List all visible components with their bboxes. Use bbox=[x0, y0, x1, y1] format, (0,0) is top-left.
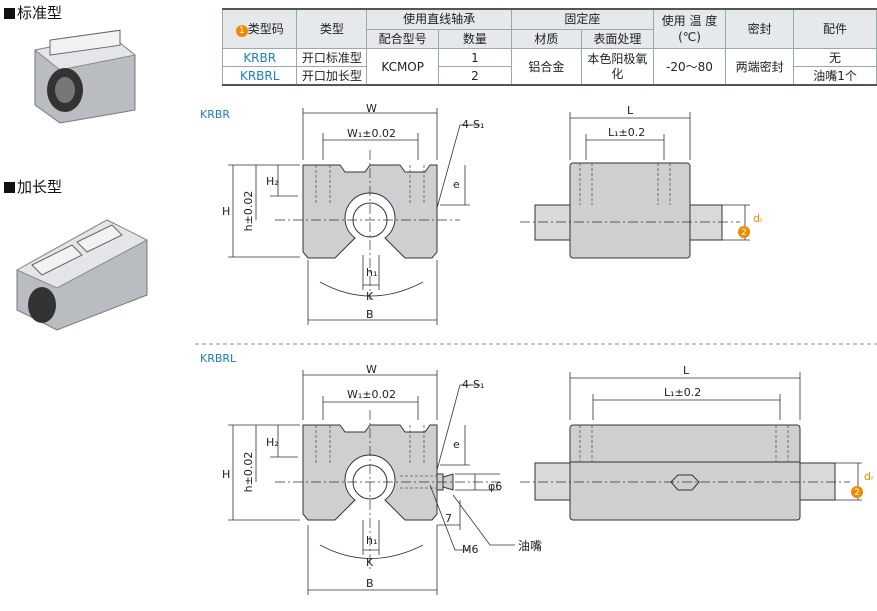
dim-H: H bbox=[222, 205, 230, 218]
header-fixed-seat: 固定座 bbox=[510, 8, 654, 30]
label-grease-nipple: 油嘴 bbox=[518, 539, 542, 553]
header-seal: 密封 bbox=[725, 8, 795, 49]
cell-temp: -20～80 bbox=[652, 48, 727, 86]
cell-seal: 两端密封 bbox=[725, 48, 795, 86]
dim-H2: H₂ bbox=[266, 175, 279, 188]
dim-H: H bbox=[222, 468, 230, 481]
section-standard-title: 标准型 bbox=[4, 2, 62, 23]
cell-surface: 本色阳极氧化 bbox=[580, 48, 654, 86]
dim-B: B bbox=[366, 308, 374, 321]
product-image-standard bbox=[33, 29, 137, 124]
product-image-long bbox=[15, 219, 149, 331]
dim-W1: W₁±0.02 bbox=[347, 127, 396, 140]
cell-code: KRBRL bbox=[221, 66, 298, 86]
dim-dr: dᵣ bbox=[864, 470, 874, 483]
header-temp: 使用 温 度(℃) bbox=[652, 8, 727, 49]
header-type: 类型 bbox=[296, 8, 368, 49]
table-row: KRBRL 开口加长型 2 油嘴1个 bbox=[221, 66, 877, 86]
cell-qty: 1 bbox=[437, 48, 512, 67]
dim-7: 7 bbox=[445, 512, 452, 525]
dim-S1: 4-S₁ bbox=[462, 378, 484, 391]
drawing-label-krbrl: KRBRL bbox=[200, 352, 237, 365]
dim-phi6: φ6 bbox=[488, 480, 502, 493]
dim-L1: L₁±0.2 bbox=[664, 386, 701, 399]
krbrl-side-view bbox=[520, 372, 862, 521]
badge-2-icon bbox=[738, 226, 750, 238]
dim-K: K bbox=[366, 556, 374, 569]
dim-B: B bbox=[366, 577, 374, 590]
dim-dr: dᵣ bbox=[753, 212, 763, 225]
dim-S1: 4-S₁ bbox=[462, 118, 484, 131]
dim-L: L bbox=[683, 364, 690, 377]
label-M6: M6 bbox=[462, 543, 479, 556]
cell-qty: 2 bbox=[437, 66, 512, 86]
badge-number: 2 bbox=[741, 228, 747, 238]
cell-type: 开口标准型 bbox=[296, 48, 368, 67]
section-long-title: 加长型 bbox=[4, 176, 62, 197]
section-label: 加长型 bbox=[17, 178, 63, 196]
dim-h: h±0.02 bbox=[242, 452, 255, 493]
krbrl-front-view bbox=[228, 370, 515, 595]
cell-parts: 无 bbox=[793, 48, 877, 67]
dim-h1: h₁ bbox=[366, 534, 377, 547]
cell-parts: 油嘴1个 bbox=[793, 66, 877, 86]
header-parts: 配件 bbox=[793, 8, 877, 49]
cell-type: 开口加长型 bbox=[296, 66, 368, 86]
dim-h1: h₁ bbox=[366, 266, 377, 279]
badge-2-icon bbox=[851, 486, 863, 498]
dim-e: e bbox=[453, 438, 460, 451]
cell-code: KRBR bbox=[221, 48, 298, 67]
dim-W: W bbox=[366, 102, 377, 115]
dim-H2: H₂ bbox=[266, 436, 279, 449]
header-match-model: 配合型号 bbox=[366, 28, 439, 50]
dim-W: W bbox=[366, 363, 377, 376]
dim-K: K bbox=[366, 290, 374, 303]
krbr-side-view bbox=[520, 112, 750, 259]
cell-material: 铝合金 bbox=[510, 48, 582, 86]
dim-e: e bbox=[453, 178, 460, 191]
dim-L: L bbox=[627, 104, 634, 117]
drawing-label-krbr: KRBR bbox=[200, 108, 230, 121]
header-material: 材质 bbox=[510, 28, 582, 50]
krbr-front-view bbox=[228, 108, 480, 325]
header-bearing: 使用直线轴承 bbox=[366, 8, 512, 30]
badge-number: 2 bbox=[854, 488, 860, 498]
dim-L1: L₁±0.2 bbox=[608, 126, 645, 139]
cell-model: KCMOP bbox=[366, 48, 439, 86]
header-surface: 表面处理 bbox=[580, 28, 654, 50]
table-row: KRBR 开口标准型 KCMOP 1 铝合金 本色阳极氧化 -20～80 两端密… bbox=[221, 48, 877, 86]
dim-h: h±0.02 bbox=[242, 191, 255, 232]
section-label: 标准型 bbox=[17, 4, 63, 22]
dim-W1: W₁±0.02 bbox=[347, 388, 396, 401]
